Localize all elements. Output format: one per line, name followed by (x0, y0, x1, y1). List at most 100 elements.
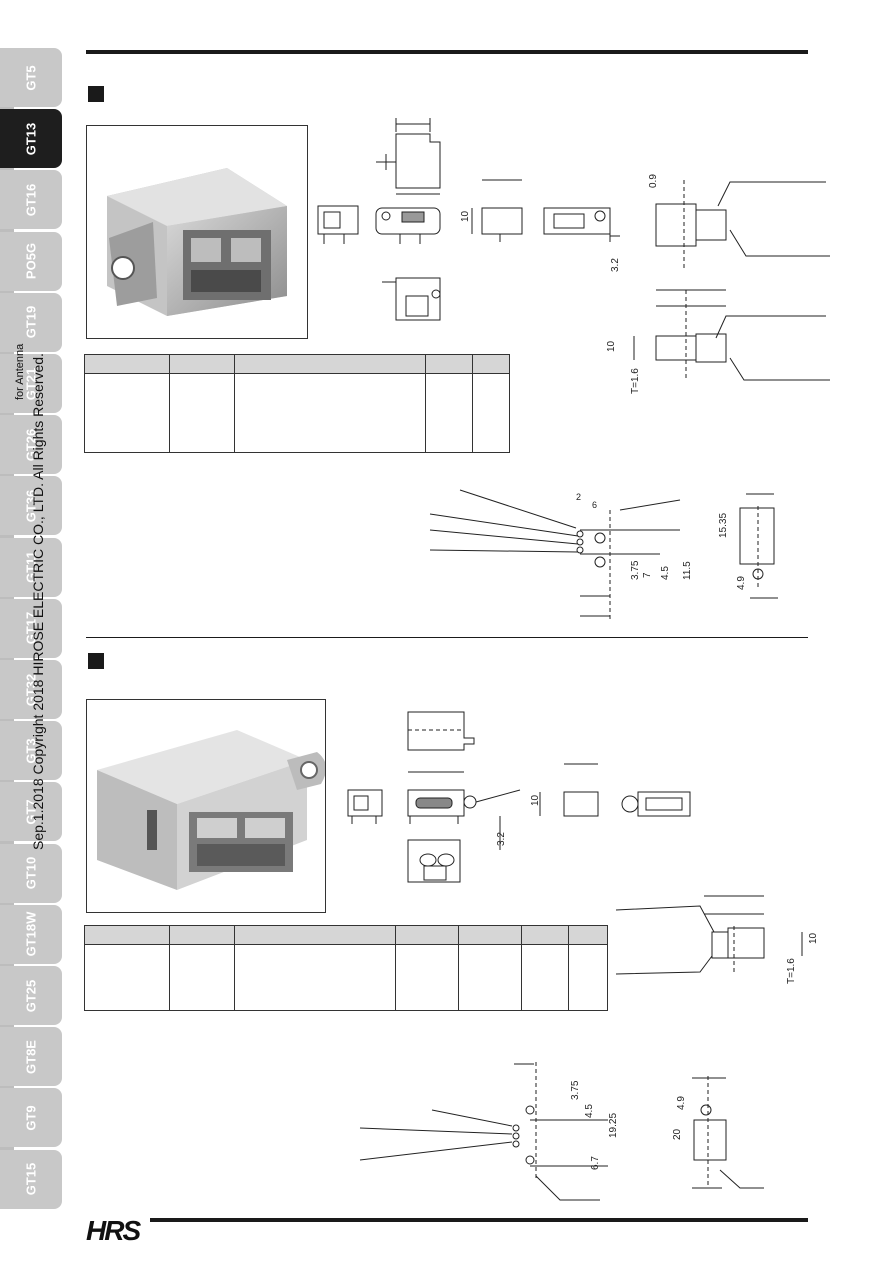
side-detail-drawing-3: 10 T=1.6 (615, 895, 819, 984)
svg-text:4.5: 4.5 (660, 566, 671, 580)
header-cell (84, 354, 170, 374)
front-view-drawing-2: 3.2 (347, 789, 521, 850)
svg-text:T=1.6: T=1.6 (786, 958, 797, 984)
mount-hole-icon (463, 795, 477, 809)
section-marker-1 (88, 86, 104, 102)
side-detail-drawing-1: 0.9 (648, 174, 830, 268)
side-tab-label: PO5G (23, 243, 39, 280)
side-tab-gt15[interactable]: GT15 (0, 1149, 62, 1209)
side-tab-label: GT15 (23, 1162, 39, 1196)
side-tab-label: GT5 (23, 64, 39, 91)
side-tab-label: GT10 (23, 856, 39, 890)
side-tab-label: GT8E (23, 1039, 39, 1074)
side-tab-gt19[interactable]: GT19 (0, 292, 62, 352)
header-cell (458, 925, 522, 945)
side-tab-gt17[interactable]: GT17 (0, 598, 62, 658)
technical-drawings-1: 10 3.2 0.9 10 T=1.6 2 (317, 118, 830, 620)
table-cell (169, 373, 235, 453)
connector-photo-1 (107, 168, 287, 316)
pcb-layout-drawing-2: 3.75 4.5 19.25 6.7 (359, 1062, 619, 1201)
side-tab-gt16[interactable]: GT16 (0, 170, 62, 230)
side-view-drawing-1: 10 (460, 179, 523, 242)
svg-text:7: 7 (642, 572, 653, 578)
overlap-note-text: for Antenna (14, 343, 26, 400)
header-cell (169, 925, 235, 945)
section-divider (86, 637, 808, 638)
header-cell (521, 925, 569, 945)
table-cell (458, 944, 522, 1011)
hrs-logo: HRS (86, 1212, 143, 1246)
bottom-rule (150, 1218, 808, 1222)
spec-table-1 (84, 354, 510, 453)
side-tab-gt5[interactable]: GT5 (0, 48, 62, 107)
header-cell (84, 925, 170, 945)
svg-text:15.35: 15.35 (718, 513, 729, 538)
panel-cutout-drawing-1: 15.35 4.9 (718, 493, 778, 599)
front-view-drawing-1 (317, 205, 441, 244)
svg-text:3.75: 3.75 (630, 560, 641, 580)
table-cell (234, 944, 396, 1011)
header-cell (395, 925, 459, 945)
side-tab-gt13[interactable]: GT13 (0, 109, 62, 169)
overlap-note: for Antenna (14, 330, 30, 410)
spec-table-2 (84, 925, 608, 1011)
table-cell (234, 373, 426, 453)
table-cell (521, 944, 569, 1011)
connector-photo-2 (97, 730, 327, 890)
side-tab-gt9[interactable]: GT9 (0, 1088, 62, 1148)
svg-text:4.9: 4.9 (736, 576, 747, 590)
mount-hole-icon (381, 211, 391, 221)
table-row (84, 373, 510, 453)
side-tab-gt36[interactable]: GT36 (0, 476, 62, 536)
product-photo-1 (86, 125, 308, 339)
side-tab-gt11[interactable]: GT11 (0, 537, 62, 597)
side-tab-gt10[interactable]: GT10 (0, 843, 62, 903)
side-tab-po5g[interactable]: PO5G (0, 231, 62, 291)
side-tab-gt32[interactable]: GT32 (0, 660, 62, 719)
side-tab-gt3[interactable]: GT3 (0, 721, 62, 781)
side-tab-gt8e[interactable]: GT8E (0, 1027, 62, 1087)
svg-text:T=1.6: T=1.6 (630, 368, 641, 394)
svg-text:10: 10 (460, 210, 471, 222)
svg-text:10: 10 (606, 340, 617, 352)
svg-text:3.75: 3.75 (570, 1080, 581, 1100)
side-tab-label: GT9 (23, 1105, 39, 1131)
table-cell (84, 373, 170, 453)
table-cell (169, 944, 235, 1011)
svg-text:0.9: 0.9 (648, 174, 659, 188)
side-tab-gt18w[interactable]: GT18W (0, 904, 62, 964)
side-tab-label: GT18W (23, 911, 39, 957)
table-row (84, 944, 608, 1011)
svg-text:11.5: 11.5 (682, 561, 693, 580)
header-cell (234, 354, 426, 374)
header-cell (169, 354, 235, 374)
side-tab-gt7[interactable]: GT7 (0, 782, 62, 842)
pcb-layout-drawing-1: 2 6 3.75 7 4.5 11.5 (429, 489, 693, 620)
table-cell (568, 944, 608, 1011)
top-rule (86, 50, 808, 54)
panel-cutout-drawing-2: 4.9 20 (672, 1076, 764, 1189)
svg-text:6: 6 (592, 500, 597, 510)
svg-text:4.9: 4.9 (676, 1096, 687, 1110)
side-tab-label: GT13 (23, 122, 39, 155)
copyright-text: Sep.1.2018 Copyright 2018 HIROSE ELECTRI… (30, 353, 46, 850)
rear-view-drawing-1: 3.2 (543, 207, 621, 272)
side-tab-gt26[interactable]: GT26 (0, 415, 62, 475)
side-tab-label: GT16 (23, 183, 39, 217)
side-tab-gt21[interactable]: GT21 (0, 354, 62, 413)
svg-text:4.5: 4.5 (584, 1104, 595, 1118)
side-tab-label: GT25 (23, 979, 39, 1012)
side-detail-drawing-2: 10 T=1.6 (606, 289, 830, 394)
product-photo-2 (86, 699, 327, 913)
copyright-notice: Sep.1.2018 Copyright 2018 HIROSE ELECTRI… (30, 353, 46, 850)
top-view-drawing-2 (407, 711, 475, 773)
svg-text:10: 10 (530, 794, 541, 806)
top-view-drawing-1 (376, 118, 441, 195)
svg-text:6.7: 6.7 (590, 1156, 601, 1170)
bottom-view-drawing-1 (382, 277, 441, 321)
section-marker-2 (88, 653, 104, 669)
bottom-view-drawing-2 (407, 839, 461, 883)
side-tab-gt25[interactable]: GT25 (0, 966, 62, 1025)
header-cell (568, 925, 608, 945)
rear-view-drawing-2 (621, 791, 691, 817)
